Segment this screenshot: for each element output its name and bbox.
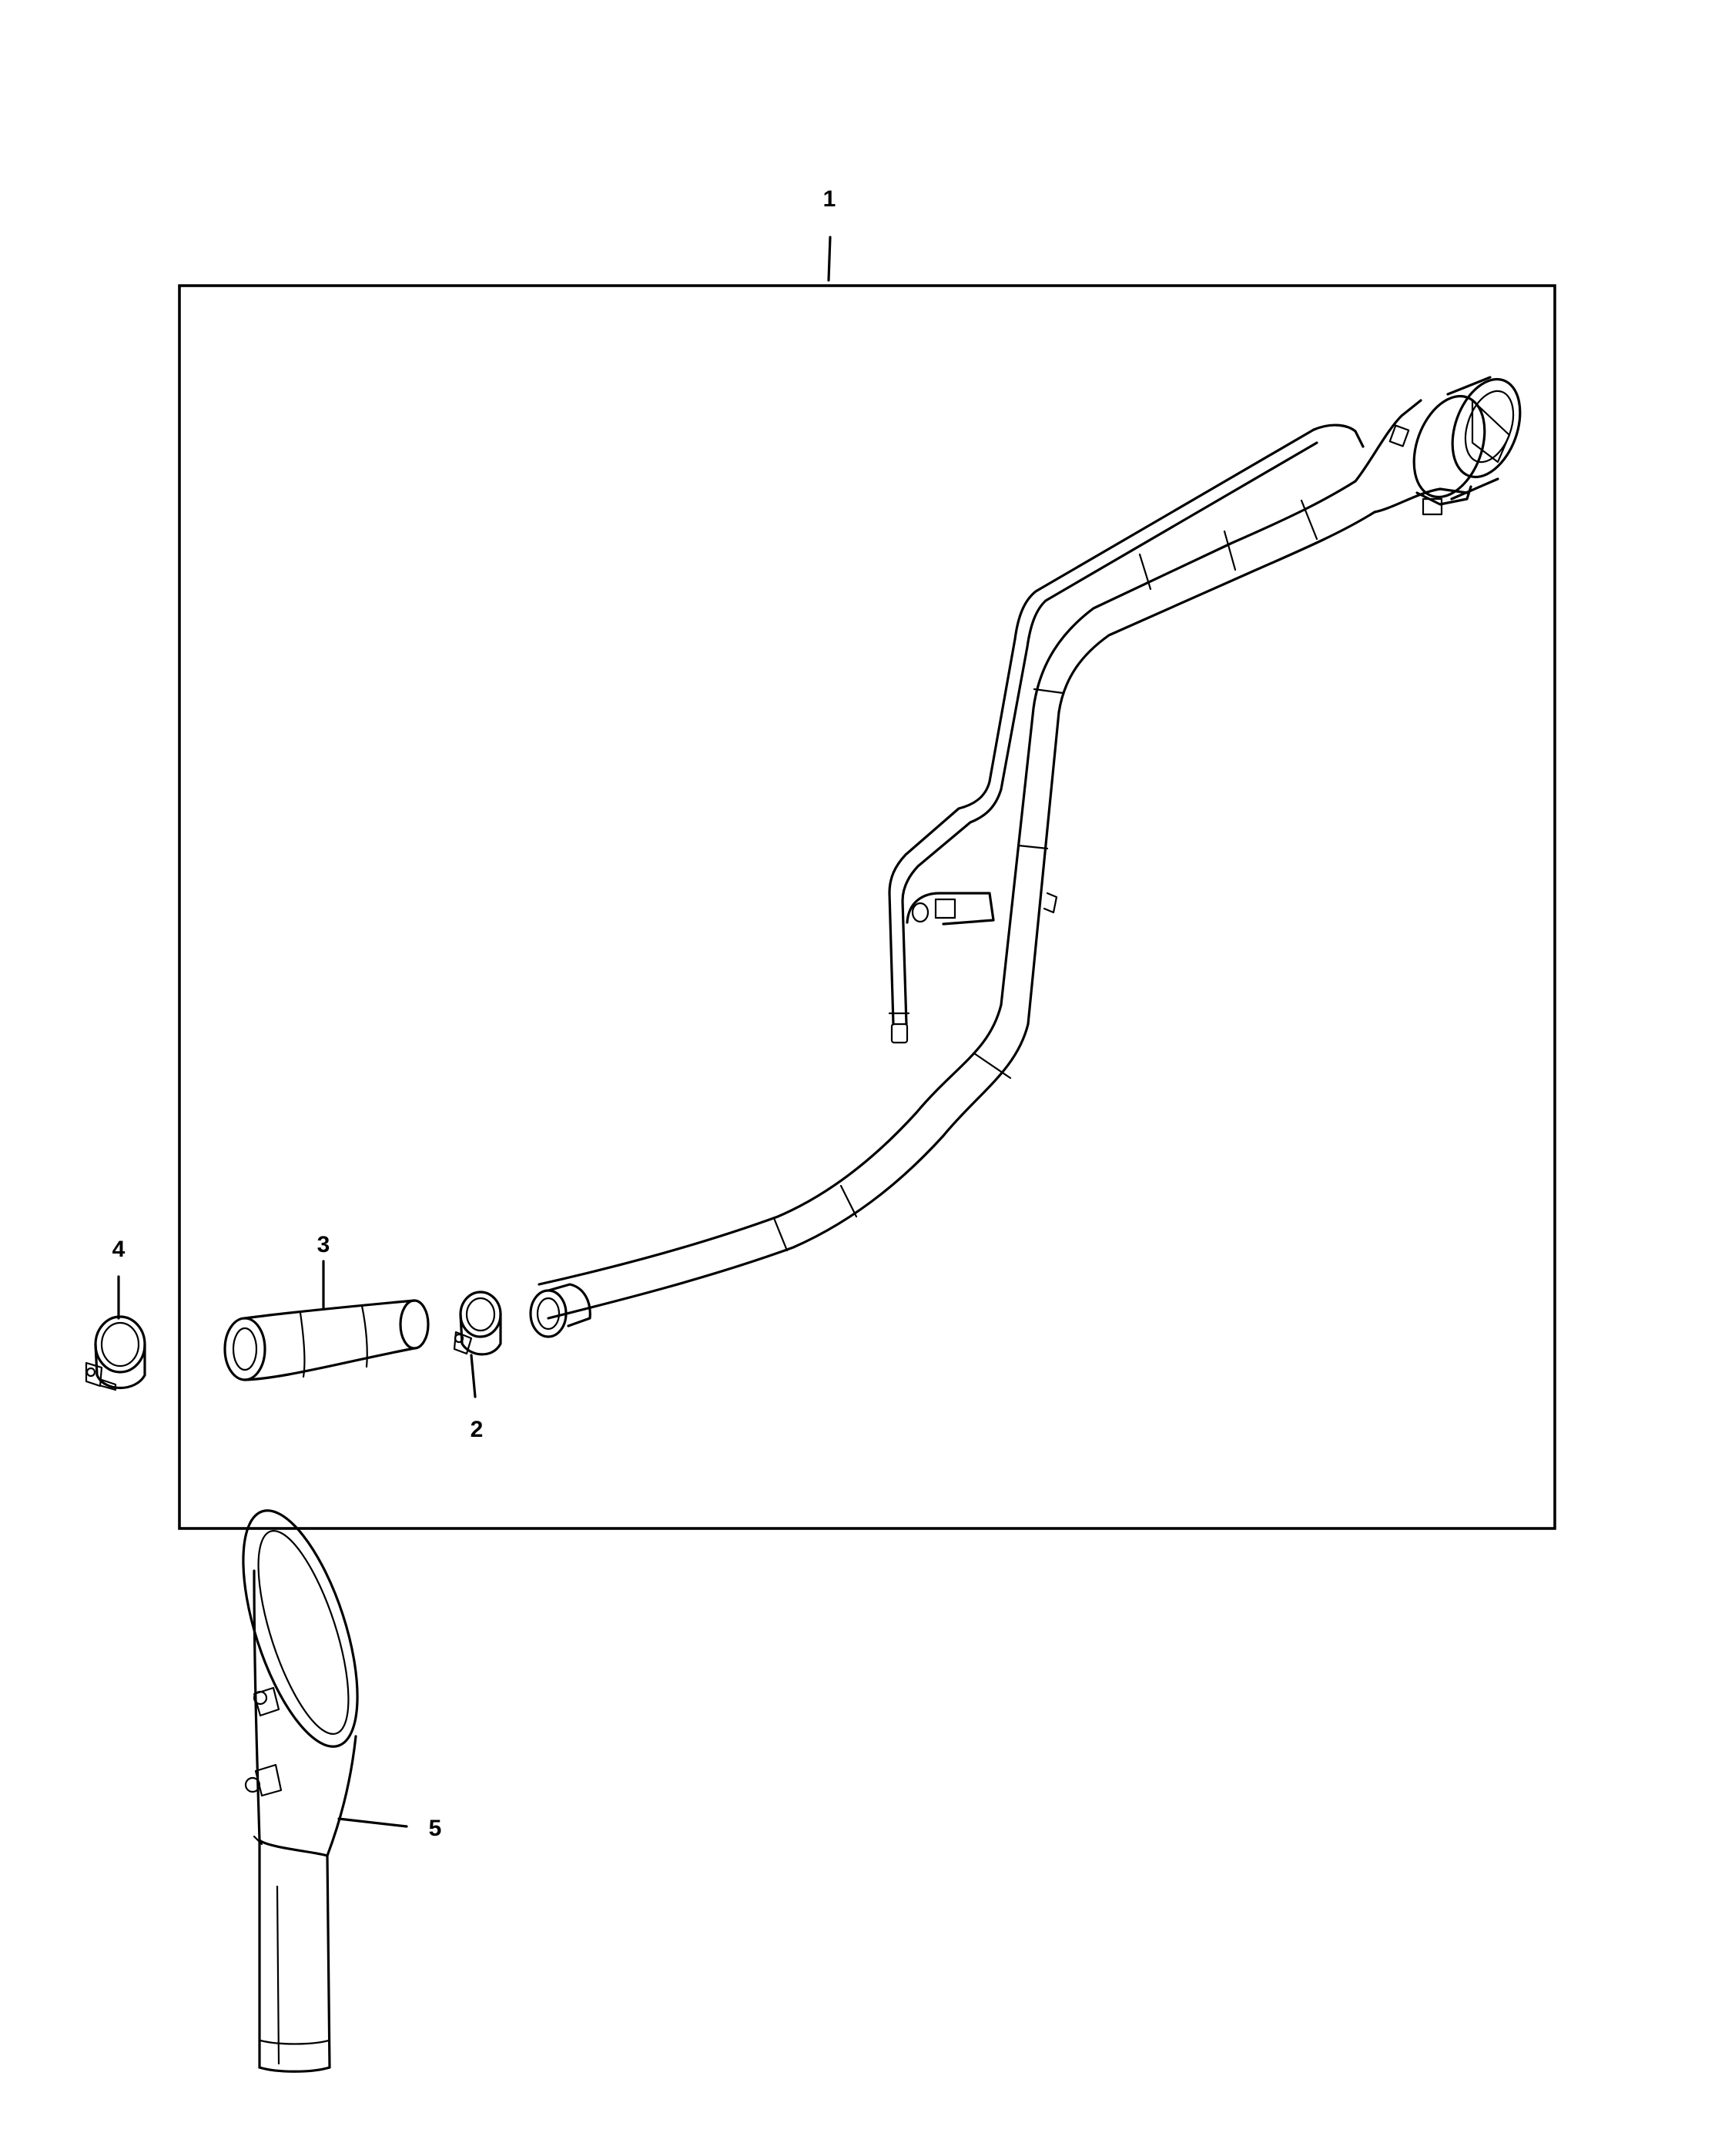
filler-neck-tube[interactable] <box>529 370 1532 1338</box>
callout-2: 2 <box>471 1417 484 1442</box>
filler-funnel[interactable] <box>219 1498 380 2073</box>
callout-5: 5 <box>429 1816 442 1841</box>
leader-1 <box>827 236 832 282</box>
vent-tube[interactable] <box>888 424 1365 1044</box>
hose-clamp-small[interactable] <box>453 1291 502 1356</box>
assembly-box <box>178 284 1556 1530</box>
callout-1: 1 <box>823 186 836 212</box>
hose-clamp-large[interactable] <box>85 1315 146 1391</box>
leader-5 <box>337 1817 408 1828</box>
leader-2 <box>470 1354 477 1398</box>
callout-3: 3 <box>317 1232 330 1257</box>
callout-4: 4 <box>112 1237 126 1262</box>
filler-hose[interactable] <box>223 1299 430 1381</box>
